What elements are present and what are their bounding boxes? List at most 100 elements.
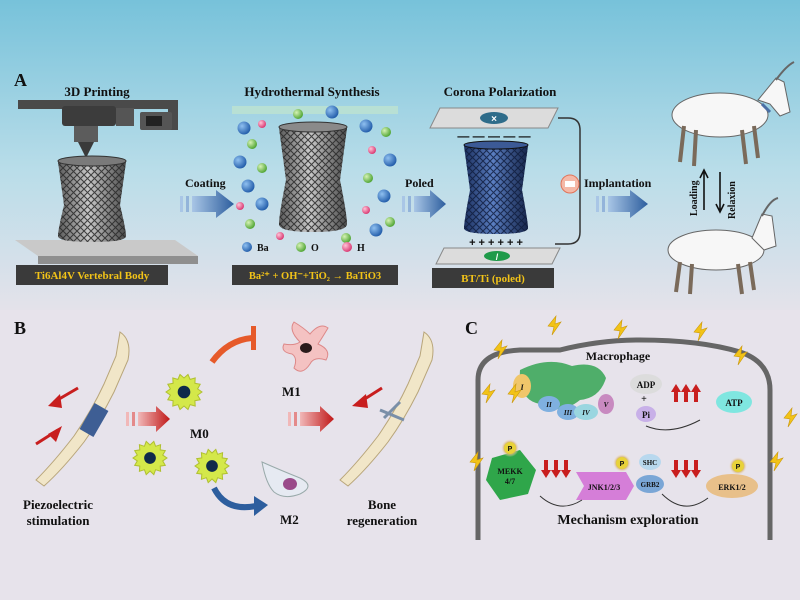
macrophage-title: Macrophage (586, 349, 651, 363)
step1-title: 3D Printing (64, 84, 130, 99)
down-arrow-head (561, 470, 571, 478)
down-arrow-shaft (544, 460, 548, 472)
atp-node: ATP (716, 391, 752, 413)
link-mekk-jnk (539, 495, 583, 507)
panel-b-label: B (14, 318, 26, 338)
autoclave-lid (232, 106, 398, 114)
legend-h-label: H (357, 243, 365, 254)
down-arrow-head (541, 470, 551, 478)
phospho-jnk-label: P (620, 461, 625, 468)
up-arrow-shaft (674, 390, 678, 402)
ion-particle (385, 217, 395, 227)
goat-loading-label: Loading (689, 180, 700, 216)
complex-ii-label: II (545, 401, 552, 409)
lightning-bolt (469, 450, 484, 472)
down-arrow-shaft (694, 460, 698, 472)
m1-cell (282, 321, 329, 372)
up-arrow-shaft (684, 390, 688, 402)
lightning-bolts (469, 314, 798, 472)
mekk-node: MEKK 4/7 P (486, 439, 536, 500)
m1-inhibit-bar (251, 326, 256, 350)
corona-setup: × — — — — — + + + + + + / (429, 107, 581, 265)
adp-label: ADP (637, 380, 656, 390)
pi-label: Pi (642, 410, 650, 420)
caption-poled: BT/Ti (poled) (461, 273, 525, 285)
phospho-erk-label: P (736, 464, 741, 471)
up-arrow-head (691, 384, 701, 392)
legend-o-label: O (311, 243, 319, 254)
ion-particle (363, 173, 373, 183)
element-legend: Ba O H (242, 242, 365, 254)
ion-particle (369, 223, 383, 237)
grb2-label: GRB2 (641, 481, 660, 489)
complex-iii (557, 404, 579, 420)
legend-ba-label: Ba (257, 243, 269, 254)
ion-particle (293, 109, 303, 119)
red-arrow-right (288, 406, 334, 432)
legend-ba-dot (242, 242, 252, 252)
vertebral-body-printed (57, 155, 127, 242)
ion-particle (257, 163, 267, 173)
complex-iii-label: III (563, 409, 572, 417)
ion-particle (368, 146, 376, 154)
mekk-label-line2: 4/7 (505, 477, 515, 486)
ion-particle (341, 233, 351, 243)
ion-particle (383, 153, 397, 167)
3d-printer-illustration (15, 100, 198, 264)
goat-loading-illustration (671, 61, 795, 167)
complex-i-label: I (519, 383, 524, 392)
lightning-bolt (547, 314, 562, 336)
flow-arrow-poled (402, 190, 446, 218)
ion-particle (255, 197, 269, 211)
ion-particle (258, 120, 266, 128)
m2-label: M2 (280, 512, 299, 527)
shc-node: SHC (639, 454, 661, 470)
m1-label: M1 (282, 384, 301, 399)
jnk-label: JNK1/2/3 (588, 483, 620, 492)
m2-cell (261, 461, 309, 498)
plus-label: + (641, 394, 647, 405)
ion-particles (233, 105, 397, 243)
flow-arrow-coating (180, 190, 234, 218)
piezo-caption-line2: stimulation (27, 513, 91, 528)
lightning-bolt (493, 338, 508, 360)
lightning-bolt (783, 406, 798, 428)
down-arrow-shaft (564, 460, 568, 472)
complex-v-label: V (604, 401, 610, 409)
goat-relaxion-illustration (667, 197, 779, 295)
legend-o-dot (296, 242, 306, 252)
macrophage-cells (132, 321, 329, 498)
step3-title: Corona Polarization (444, 84, 558, 99)
complex-iv (574, 404, 598, 420)
lightning-bolt (507, 382, 522, 404)
caption-box-3 (432, 268, 554, 288)
lightning-bolt (481, 382, 496, 404)
bottom-electrode-symbol: / (496, 252, 499, 262)
ion-particle (276, 232, 284, 240)
ion-particle (381, 127, 391, 137)
up-arrows-atp (671, 384, 701, 402)
ion-particle (359, 119, 373, 133)
ion-particle (245, 219, 255, 229)
loading-relaxion-arrows (699, 168, 725, 214)
grb2-node: GRB2 (636, 475, 664, 493)
down-arrow-shaft (674, 460, 678, 472)
m0-label: M0 (190, 426, 209, 441)
m1-inhibit-arrow (209, 335, 253, 364)
complex-iv-label: IV (581, 409, 591, 417)
negative-charges: — — — — — (457, 129, 530, 143)
caption-box-1 (16, 265, 168, 285)
power-source-icon (560, 174, 580, 194)
flow-arrow-implantation (596, 190, 648, 218)
down-arrow-shaft (554, 460, 558, 472)
lightning-bolt (613, 318, 628, 340)
caption-box-2 (232, 265, 398, 285)
atp-label: ATP (725, 398, 743, 408)
up-arrow-head (681, 384, 691, 392)
up-arrow-head (671, 384, 681, 392)
ion-particle (362, 206, 370, 214)
ion-particle (325, 105, 339, 119)
red-arrow-left (126, 406, 170, 432)
shc-label: SHC (643, 459, 657, 467)
